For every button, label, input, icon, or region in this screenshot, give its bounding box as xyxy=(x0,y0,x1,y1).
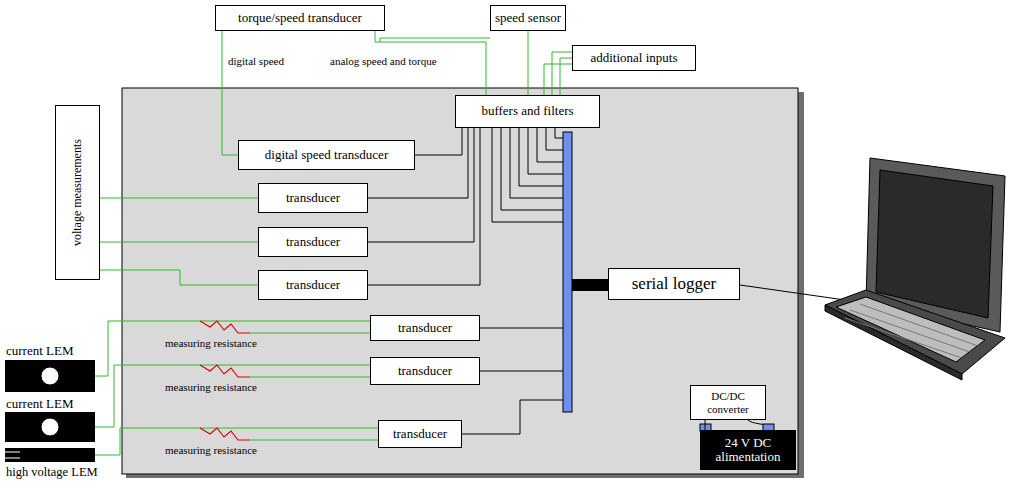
node-text: buffers and filters xyxy=(481,104,573,118)
node-text: transducer xyxy=(398,321,452,335)
resistor-label: measuring resistance xyxy=(165,444,257,457)
node-text: voltage measurements xyxy=(71,139,84,246)
bus-wires xyxy=(462,128,845,434)
node-text: speed sensor xyxy=(495,11,561,25)
node-text: DC/DC converter xyxy=(691,390,765,414)
resistor-label: measuring resistance xyxy=(165,337,257,350)
node-text: transducer xyxy=(393,427,447,441)
node-text: digital speed transducer xyxy=(265,148,388,162)
high-voltage-lem xyxy=(5,448,95,462)
transducer-box: digital speed transducer xyxy=(238,140,415,170)
lem-aperture xyxy=(41,367,59,385)
logger-box: serial logger xyxy=(608,268,740,300)
transducer-box: torque/speed transducer xyxy=(215,5,385,31)
converter-box: DC/DC converter xyxy=(690,385,766,420)
wire-connector xyxy=(528,31,529,95)
node-text: torque/speed transducer xyxy=(238,11,362,25)
transducer-box: transducer xyxy=(370,315,480,341)
wire-connector xyxy=(100,270,258,285)
sensor-label: current LEM xyxy=(6,396,74,412)
wire-connector xyxy=(560,58,572,95)
battery-box: 24 V DC alimentation xyxy=(700,430,796,470)
current-lem xyxy=(5,412,95,442)
node-text: transducer xyxy=(398,364,452,378)
transducer-box: transducer xyxy=(378,420,462,448)
transducer-box: transducer xyxy=(258,270,368,300)
sensor-label: current LEM xyxy=(6,343,74,359)
transducer-box: transducer xyxy=(258,227,368,257)
node-text: 24 V DC alimentation xyxy=(701,436,795,465)
lem-pins xyxy=(5,452,20,458)
transducer-box: transducer xyxy=(370,357,480,385)
node-text: serial logger xyxy=(632,275,717,294)
input-box: additional inputs xyxy=(572,45,696,71)
wire-connector xyxy=(415,128,462,155)
signal-label: analog speed and torque xyxy=(330,55,437,68)
node-text: transducer xyxy=(286,278,340,292)
lem-aperture xyxy=(41,418,59,436)
filter-box: buffers and filters xyxy=(455,95,600,128)
bus-bar xyxy=(563,132,572,412)
wire-connector xyxy=(705,420,706,430)
transducer-box: transducer xyxy=(258,183,368,213)
housing-panel xyxy=(122,88,798,474)
serial-connector xyxy=(572,279,608,291)
lem-wires xyxy=(95,321,378,455)
wire-connector xyxy=(100,242,258,243)
sensor-box: speed sensor xyxy=(490,5,566,31)
current-lem xyxy=(5,360,95,392)
wire-connector xyxy=(222,31,238,155)
node-text: transducer xyxy=(286,191,340,205)
signal-label: digital speed xyxy=(228,55,284,68)
node-text: additional inputs xyxy=(590,51,677,65)
sensor-label: high voltage LEM xyxy=(6,465,98,480)
resistor-label: measuring resistance xyxy=(165,381,257,394)
wire-connector xyxy=(100,198,258,199)
node-text: transducer xyxy=(286,235,340,249)
laptop-illustration xyxy=(825,158,1005,380)
measurement-box: voltage measurements xyxy=(55,105,100,280)
